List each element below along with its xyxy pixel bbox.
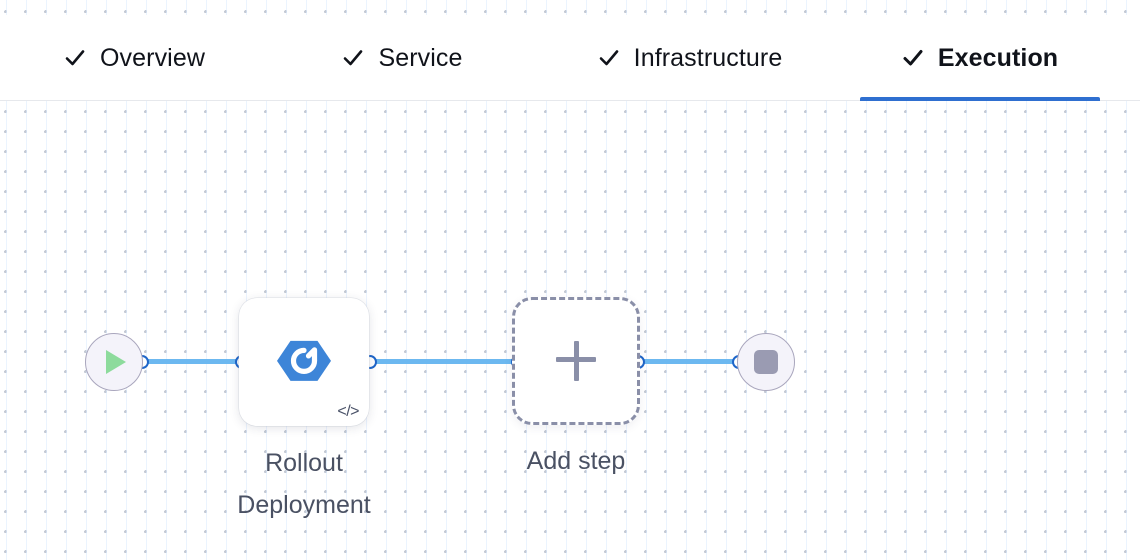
pipeline-step-node-rollout-deployment[interactable]: </> <box>239 298 369 426</box>
rollout-deployment-icon <box>277 340 331 381</box>
tab-execution[interactable]: Execution <box>860 15 1100 101</box>
plus-icon <box>556 341 596 381</box>
pipeline-start-node[interactable] <box>85 333 143 391</box>
tab-overview-label: Overview <box>100 43 205 72</box>
tab-service[interactable]: Service <box>300 15 505 101</box>
edge-add-step-to-end[interactable] <box>637 359 739 364</box>
edge-start-to-rollout[interactable] <box>141 359 242 364</box>
tab-execution-underline <box>860 97 1100 101</box>
play-icon <box>106 350 126 374</box>
pipeline-end-node[interactable] <box>737 333 795 391</box>
edge-rollout-to-add-step[interactable] <box>369 359 518 364</box>
wizard-tab-bar: Overview Service Infrastructure Executio… <box>0 15 1140 101</box>
check-icon <box>342 47 364 69</box>
tab-service-underline <box>300 97 505 101</box>
code-icon: </> <box>337 403 359 420</box>
tab-infrastructure[interactable]: Infrastructure <box>545 15 835 101</box>
tab-infrastructure-underline <box>545 97 835 101</box>
tab-infrastructure-label: Infrastructure <box>633 43 783 72</box>
add-step-node[interactable] <box>512 297 640 425</box>
check-icon <box>902 47 924 69</box>
tab-overview-underline <box>22 97 247 101</box>
tab-overview[interactable]: Overview <box>22 15 247 101</box>
check-icon <box>64 47 86 69</box>
tab-service-label: Service <box>378 43 463 72</box>
tab-execution-label: Execution <box>937 43 1059 72</box>
check-icon <box>598 47 620 69</box>
node-label-rollout-deployment: Rollout Deployment <box>237 449 371 519</box>
node-label-add-step: Add step <box>526 447 626 475</box>
stop-icon <box>754 350 778 374</box>
